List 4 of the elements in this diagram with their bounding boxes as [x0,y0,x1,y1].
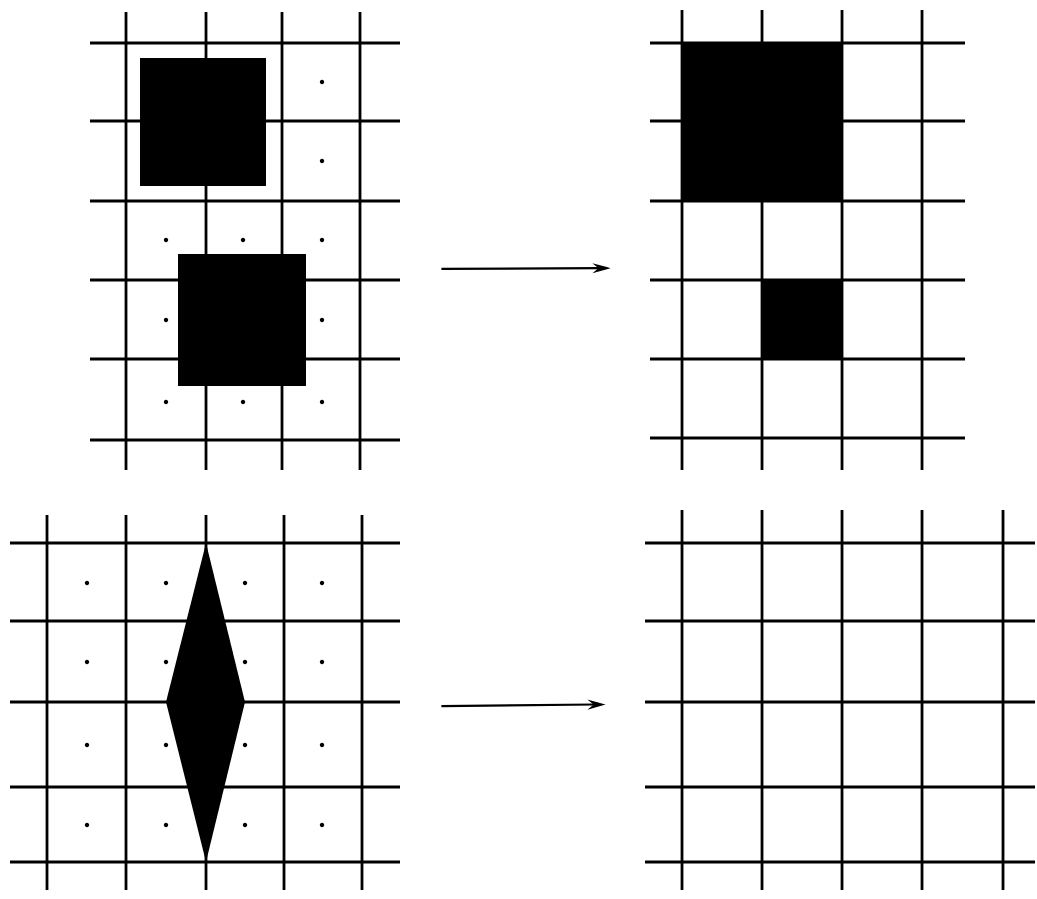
grid-drawing [90,12,400,470]
grid-drawing [650,10,965,470]
grid-drawing [645,510,1035,890]
grid-drawing [10,515,400,890]
